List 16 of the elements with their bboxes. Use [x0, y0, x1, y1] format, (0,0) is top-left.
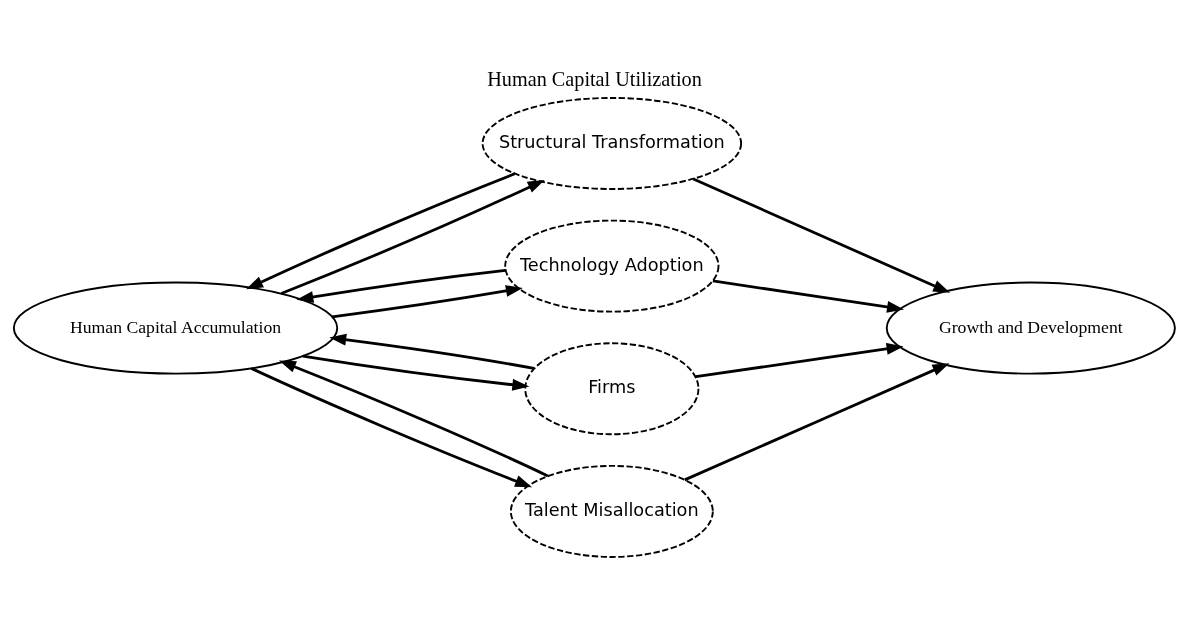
arrow [246, 172, 516, 290]
diagram-title: Human Capital Utilization [487, 68, 702, 91]
node-ellipse: Firms [524, 342, 700, 436]
arrow [250, 367, 533, 488]
arrow [296, 269, 506, 303]
node-ellipse: Structural Transformation [481, 97, 743, 190]
arrow [684, 363, 950, 482]
arrow [332, 285, 523, 319]
arrow [692, 177, 951, 293]
arrow [695, 343, 904, 379]
node-ellipse: Talent Misallocation [509, 464, 714, 558]
arrow [712, 279, 905, 313]
arrow [302, 354, 530, 391]
arrow [279, 360, 549, 478]
arrow [329, 333, 535, 370]
arrow [280, 179, 545, 295]
